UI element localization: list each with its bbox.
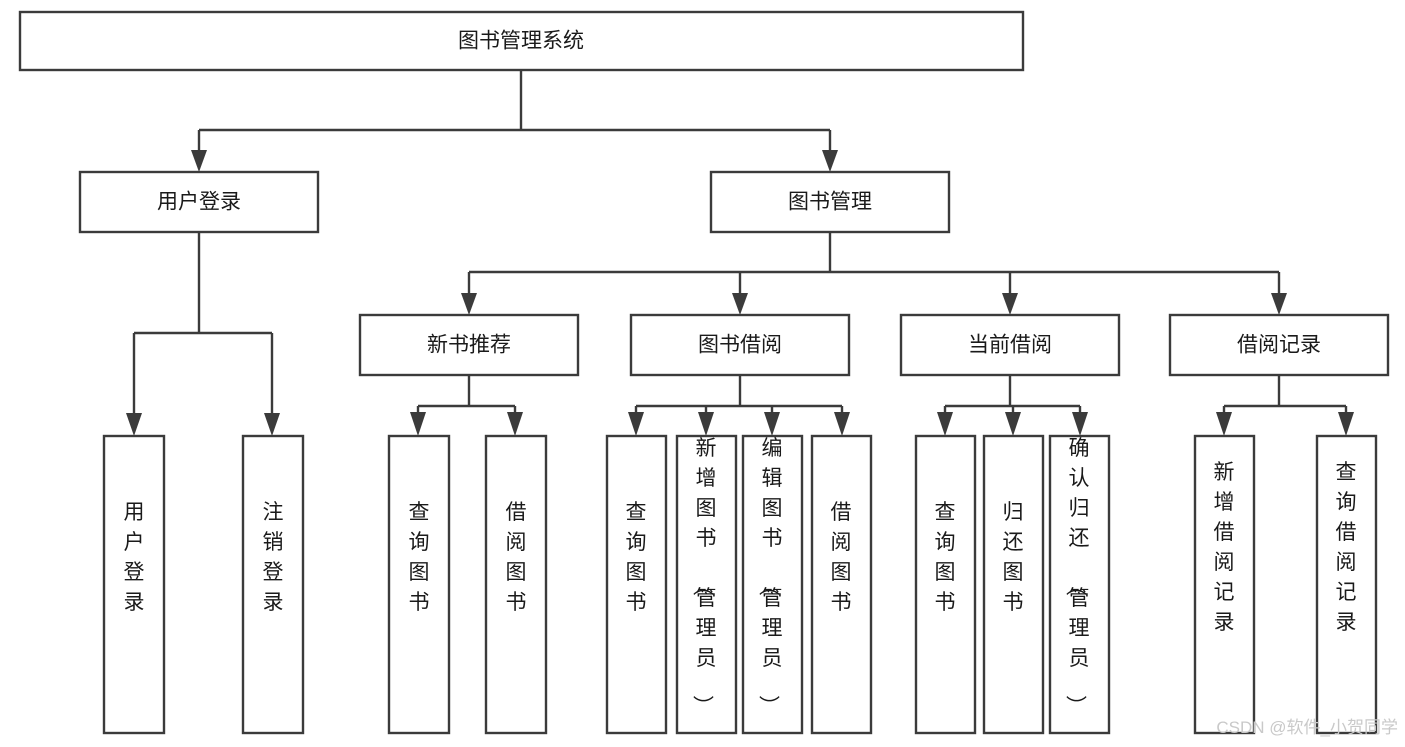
arrow-leaf-query-book-3 xyxy=(937,412,953,436)
node-current-borrow[interactable]: 当前借阅 xyxy=(899,313,1121,377)
arrow-leaf-add-record xyxy=(1216,412,1232,436)
arrow-leaf-add-book xyxy=(698,412,714,436)
arrow-to-book-borrow xyxy=(732,293,748,315)
leaf-user-login-label: 用户登录 xyxy=(124,501,145,614)
leaf-borrow-book-2-label: 借阅图书 xyxy=(831,501,852,614)
arrow-leaf-user-login xyxy=(126,413,142,436)
arrow-leaf-query-book-2 xyxy=(628,412,644,436)
leaf-query-book-2-box[interactable] xyxy=(605,434,668,735)
leaf-return-book-box[interactable] xyxy=(982,434,1045,735)
leaf-edit-book[interactable]: 编辑图书（管理员） xyxy=(741,434,804,735)
node-book-manage-box[interactable] xyxy=(709,170,951,234)
leaf-logout[interactable]: 注销登录 xyxy=(241,434,305,735)
leaf-borrow-book-2-box[interactable] xyxy=(810,434,873,735)
leaf-add-book[interactable]: 新增图书（管理员） xyxy=(675,434,738,735)
leaf-add-record[interactable]: 新增借阅记录 xyxy=(1193,434,1256,735)
leaf-user-login-box[interactable] xyxy=(102,434,166,735)
leaf-add-book-box[interactable] xyxy=(675,434,738,735)
node-new-book-rec-label: 新书推荐 xyxy=(427,334,511,357)
arrow-leaf-query-book-1 xyxy=(410,412,426,436)
node-current-borrow-label: 当前借阅 xyxy=(968,334,1052,357)
arrow-leaf-borrow-book-1 xyxy=(507,412,523,436)
leaf-borrow-book-1[interactable]: 借阅图书 xyxy=(484,434,548,735)
node-borrow-record-label: 借阅记录 xyxy=(1237,334,1321,357)
node-book-borrow-label: 图书借阅 xyxy=(698,334,782,357)
node-user-login-box[interactable] xyxy=(78,170,320,234)
leaf-borrow-book-1-label: 借阅图书 xyxy=(506,501,527,614)
node-book-borrow[interactable]: 图书借阅 xyxy=(629,313,851,377)
arrow-leaf-return-book xyxy=(1005,412,1021,436)
node-book-manage[interactable]: 图书管理 xyxy=(709,170,951,234)
leaf-add-book-label: 新增图书（管理员） xyxy=(691,437,717,716)
arrow-leaf-query-record xyxy=(1338,412,1354,436)
leaf-borrow-book-1-box[interactable] xyxy=(484,434,548,735)
arrow-to-current-borrow xyxy=(1002,293,1018,315)
node-user-login[interactable]: 用户登录 xyxy=(78,170,320,234)
leaf-logout-label: 注销登录 xyxy=(263,501,284,614)
node-book-manage-label: 图书管理 xyxy=(788,191,872,214)
leaf-query-book-3-label: 查询图书 xyxy=(935,501,956,614)
node-borrow-record-box[interactable] xyxy=(1168,313,1390,377)
arrow-to-book-manage xyxy=(822,150,838,172)
arrow-leaf-borrow-book-2 xyxy=(834,412,850,436)
csdn-watermark: CSDN @软件_小贺同学 xyxy=(1216,718,1398,737)
leaf-query-book-2-label: 查询图书 xyxy=(626,501,647,614)
leaf-query-book-1-label: 查询图书 xyxy=(409,501,430,614)
leaf-query-book-3[interactable]: 查询图书 xyxy=(914,434,977,735)
connector-layer xyxy=(126,70,1354,436)
leaf-add-record-box[interactable] xyxy=(1193,434,1256,735)
arrow-leaf-confirm-return xyxy=(1072,412,1088,436)
leaf-logout-box[interactable] xyxy=(241,434,305,735)
leaf-return-book[interactable]: 归还图书 xyxy=(982,434,1045,735)
leaf-user-login[interactable]: 用户登录 xyxy=(102,434,166,735)
node-new-book-rec[interactable]: 新书推荐 xyxy=(358,313,580,377)
leaf-confirm-return[interactable]: 确认归还（管理员） xyxy=(1048,434,1111,735)
node-root-box[interactable] xyxy=(18,10,1025,72)
leaf-borrow-book-2[interactable]: 借阅图书 xyxy=(810,434,873,735)
node-user-login-label: 用户登录 xyxy=(157,191,241,214)
leaf-edit-book-box[interactable] xyxy=(741,434,804,735)
leaf-query-book-2[interactable]: 查询图书 xyxy=(605,434,668,735)
arrow-to-user-login xyxy=(191,150,207,172)
node-current-borrow-box[interactable] xyxy=(899,313,1121,377)
leaf-return-book-label: 归还图书 xyxy=(1003,501,1024,614)
node-root-label: 图书管理系统 xyxy=(458,30,584,53)
node-book-borrow-box[interactable] xyxy=(629,313,851,377)
leaf-query-record-label: 查询借阅记录 xyxy=(1336,461,1357,634)
leaf-add-record-label: 新增借阅记录 xyxy=(1214,461,1235,634)
leaf-confirm-return-box[interactable] xyxy=(1048,434,1111,735)
node-root[interactable]: 图书管理系统 xyxy=(18,10,1025,72)
arrow-to-new-book-rec xyxy=(461,293,477,315)
arrow-to-borrow-record xyxy=(1271,293,1287,315)
arrow-leaf-edit-book xyxy=(764,412,780,436)
node-new-book-rec-box[interactable] xyxy=(358,313,580,377)
leaf-edit-book-label: 编辑图书（管理员） xyxy=(757,437,783,716)
leaf-query-book-1-box[interactable] xyxy=(387,434,451,735)
leaf-query-book-3-box[interactable] xyxy=(914,434,977,735)
leaf-query-record-box[interactable] xyxy=(1315,434,1378,735)
leaf-confirm-return-label: 确认归还（管理员） xyxy=(1064,437,1090,716)
leaf-query-book-1[interactable]: 查询图书 xyxy=(387,434,451,735)
node-borrow-record[interactable]: 借阅记录 xyxy=(1168,313,1390,377)
arrow-leaf-logout xyxy=(264,413,280,436)
leaf-query-record[interactable]: 查询借阅记录 xyxy=(1315,434,1378,735)
